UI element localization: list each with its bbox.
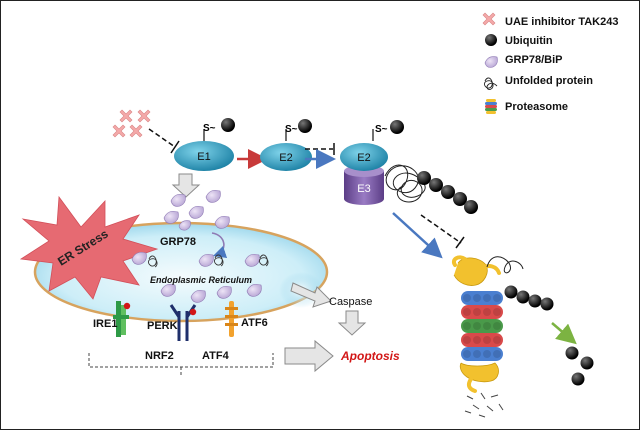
e2-label: E2 — [279, 152, 292, 164]
grp78-recycle-arrow — [211, 232, 228, 259]
perk-label: PERK — [147, 320, 178, 332]
e2e3-thioester-label: S~ — [375, 124, 388, 135]
atf6-sensor — [225, 301, 238, 337]
arrow-caspase-to-apoptosis — [337, 310, 367, 336]
ire1-label: IRE1 — [93, 318, 117, 330]
e2-thioester-label: S~ — [285, 124, 298, 135]
arrow-factors-to-apoptosis — [284, 339, 334, 373]
ubiquitin-ball — [390, 120, 404, 134]
legend-item-proteasome: Proteasome — [505, 101, 568, 113]
tangle-icon — [484, 77, 498, 90]
inhibition-line-e1 — [148, 128, 180, 154]
cross-pattern-icon — [482, 12, 496, 26]
tak243-inhibitor-group — [112, 109, 151, 138]
e2-e3-label: E2 — [357, 152, 370, 164]
legend: UAE inhibitor TAK243 Ubiquitin GRP78/BiP… — [482, 12, 618, 114]
er-lumen-contents — [131, 251, 269, 303]
proteasome-core-rings — [461, 291, 503, 361]
perk-sensor — [169, 304, 197, 341]
nrf2-label: NRF2 — [145, 350, 174, 362]
proteasome — [452, 255, 503, 393]
ire1-sensor — [113, 301, 131, 337]
e2-enzyme-first: S~ E2 — [260, 119, 312, 171]
e2-e3-complex: S~ E3 E2 — [340, 120, 404, 205]
e1-thioester-label: S~ — [203, 123, 216, 134]
arrow-ubiquitin-release — [551, 322, 577, 345]
ubiquitin-ball — [298, 119, 312, 133]
ubiquitin-chain-on-proteasome — [504, 285, 554, 311]
inhibition-line-proteasome — [420, 214, 465, 249]
arrow-er-to-caspase — [290, 282, 332, 308]
factor-bracket — [88, 353, 274, 375]
legend-item-unfolded-protein: Unfolded protein — [505, 75, 593, 87]
legend-item-grp78: GRP78/BiP — [505, 54, 562, 66]
e1-enzyme: S~ E1 — [174, 118, 235, 171]
atf4-label: ATF4 — [202, 350, 230, 362]
atf6-label: ATF6 — [241, 317, 268, 329]
grp78-label: GRP78 — [160, 236, 196, 248]
legend-item-uae-inhibitor: UAE inhibitor TAK243 — [505, 16, 618, 28]
grp78-cloud — [163, 189, 230, 231]
purple-petal-icon — [484, 56, 498, 68]
released-ubiquitin — [565, 346, 594, 386]
proteasome-icon — [485, 99, 497, 114]
ubiquitin-ball — [221, 118, 235, 132]
caspase-label: Caspase — [329, 296, 372, 308]
apoptosis-label: Apoptosis — [340, 349, 400, 363]
substrate-thread — [486, 256, 524, 274]
e3-label: E3 — [357, 183, 370, 195]
peptide-fragments — [464, 392, 504, 418]
er-stress-burst: ER Stress — [19, 195, 159, 300]
er-title: Endoplasmic Reticulum — [150, 275, 252, 285]
arrow-to-proteasome — [392, 212, 443, 259]
legend-item-ubiquitin: Ubiquitin — [505, 35, 553, 47]
polyubiquitin-chain — [417, 171, 478, 214]
down-arrow-to-er — [171, 173, 201, 198]
black-ball-icon — [485, 34, 497, 46]
e1-label: E1 — [197, 151, 210, 163]
unfolded-protein-tangle — [384, 164, 426, 203]
